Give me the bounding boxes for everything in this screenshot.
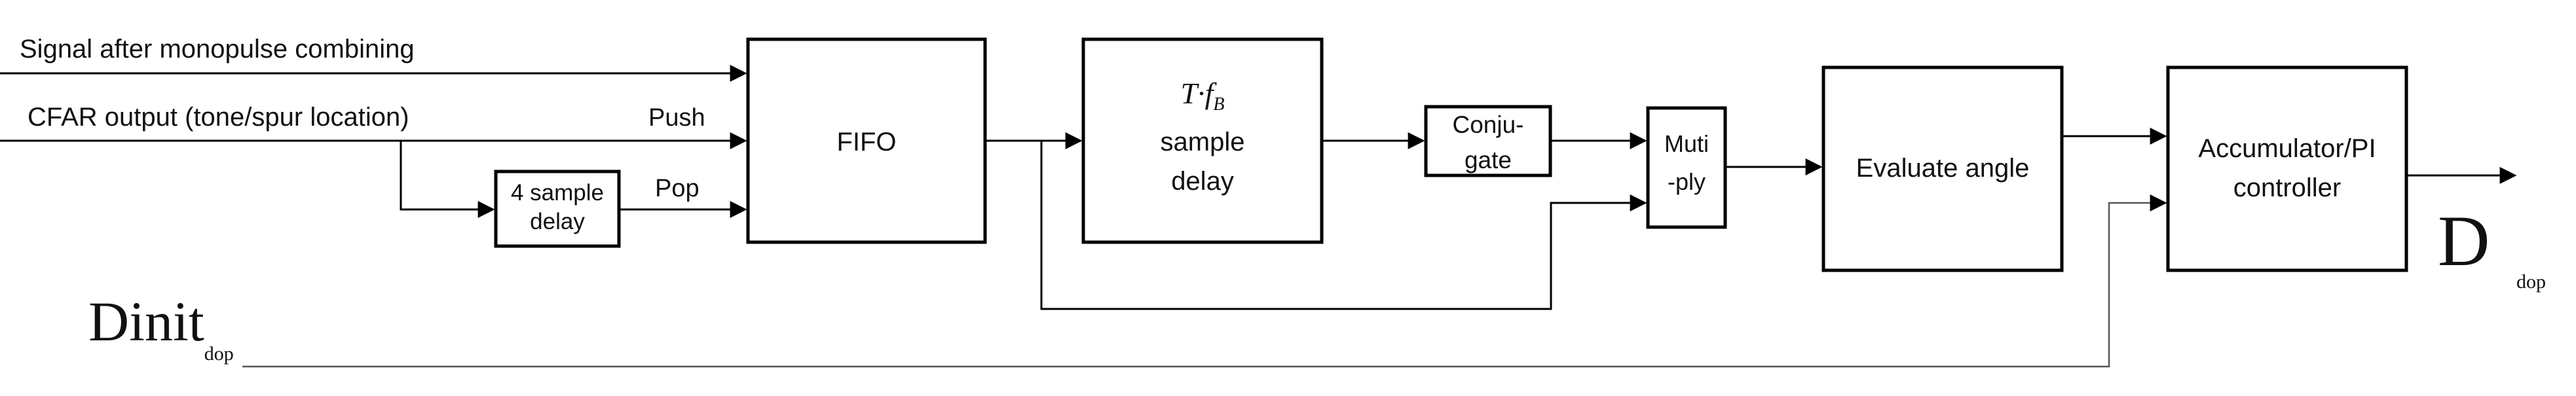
conjugate-label-1: Conju- (1453, 111, 1524, 138)
four-sample-delay-label-2: delay (530, 209, 585, 234)
four-sample-delay-block (494, 170, 621, 248)
tfb-sample-delay-block (1081, 37, 1324, 244)
fifo-block (746, 37, 987, 244)
pop-label: Pop (655, 175, 700, 202)
tfb-label-1: sample (1161, 128, 1245, 156)
multiply-label-1: Muti (1664, 130, 1709, 157)
push-label: Push (648, 104, 705, 132)
evaluate-angle-block (1821, 65, 2064, 272)
accumulator-block (2166, 65, 2408, 272)
multiply-block (1646, 106, 1727, 229)
cfar-input-label: CFAR output (tone/spur location) (28, 103, 409, 132)
fifo-label: FIFO (836, 128, 896, 156)
dinit-label: Dinitdop (88, 290, 234, 365)
accumulator-label-1: Accumulator/PI (2198, 134, 2376, 163)
cfar-to-delay-arrow (400, 141, 495, 218)
multiply-label-2: -ply (1668, 168, 1706, 195)
fifo-bypass-to-multiply-arrow (1040, 141, 1647, 310)
four-sample-delay-label-1: 4 sample (511, 180, 604, 206)
evaluate-angle-label: Evaluate angle (1856, 154, 2030, 183)
conjugate-block (1424, 105, 1552, 177)
d-output-label: D (2438, 201, 2490, 281)
tfb-label-2: delay (1171, 167, 1234, 196)
dinit-to-accumulator-arrow (242, 194, 2167, 368)
d-output-subscript: dop (2516, 271, 2546, 293)
accumulator-label-2: controller (2233, 173, 2342, 202)
tfb-formula: T·fB (1181, 77, 1225, 115)
conjugate-label-2: gate (1465, 147, 1512, 173)
signal-input-label: Signal after monopulse combining (20, 35, 415, 63)
